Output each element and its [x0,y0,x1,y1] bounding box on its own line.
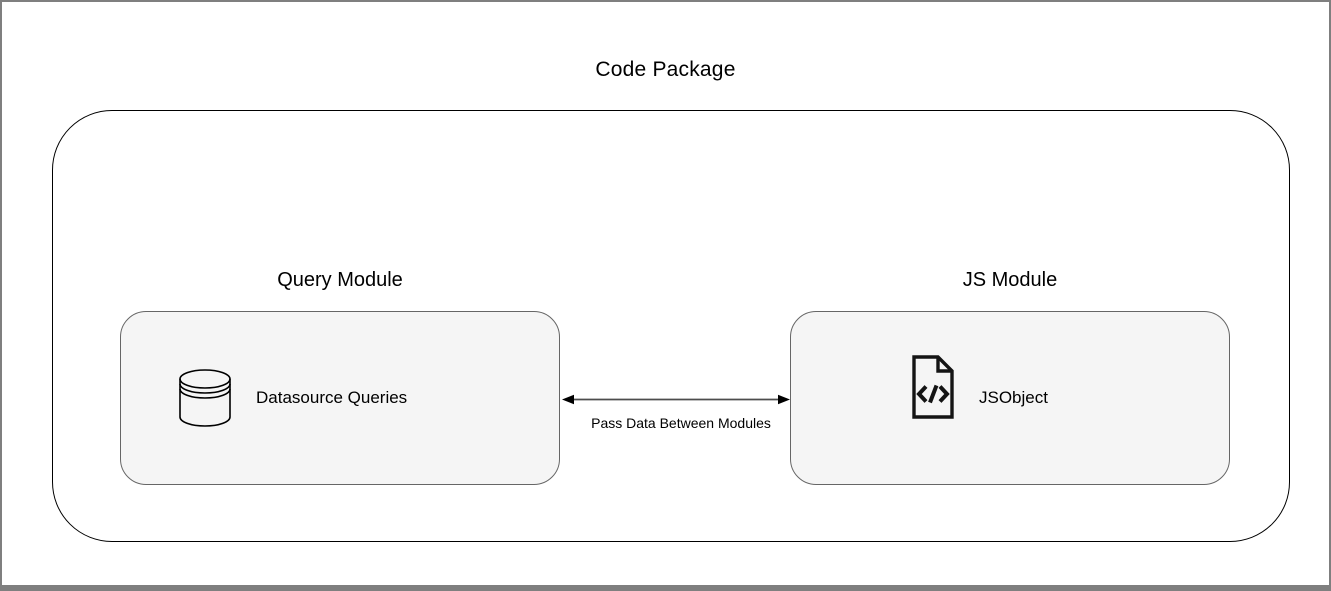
query-module-title: Query Module [277,269,403,291]
jsobject-node[interactable]: JSObject [790,311,1230,485]
jsobject-label: JSObject [979,388,1048,407]
code-file-icon [911,354,955,420]
js-module-title: JS Module [962,269,1058,291]
datasource-queries-node[interactable]: Datasource Queries [120,311,560,485]
bidirectional-arrow [562,394,790,405]
diagram-title: Code Package [595,58,736,81]
connection-label: Pass Data Between Modules [591,415,771,431]
datasource-queries-label: Datasource Queries [256,388,408,407]
database-icon [179,369,231,427]
